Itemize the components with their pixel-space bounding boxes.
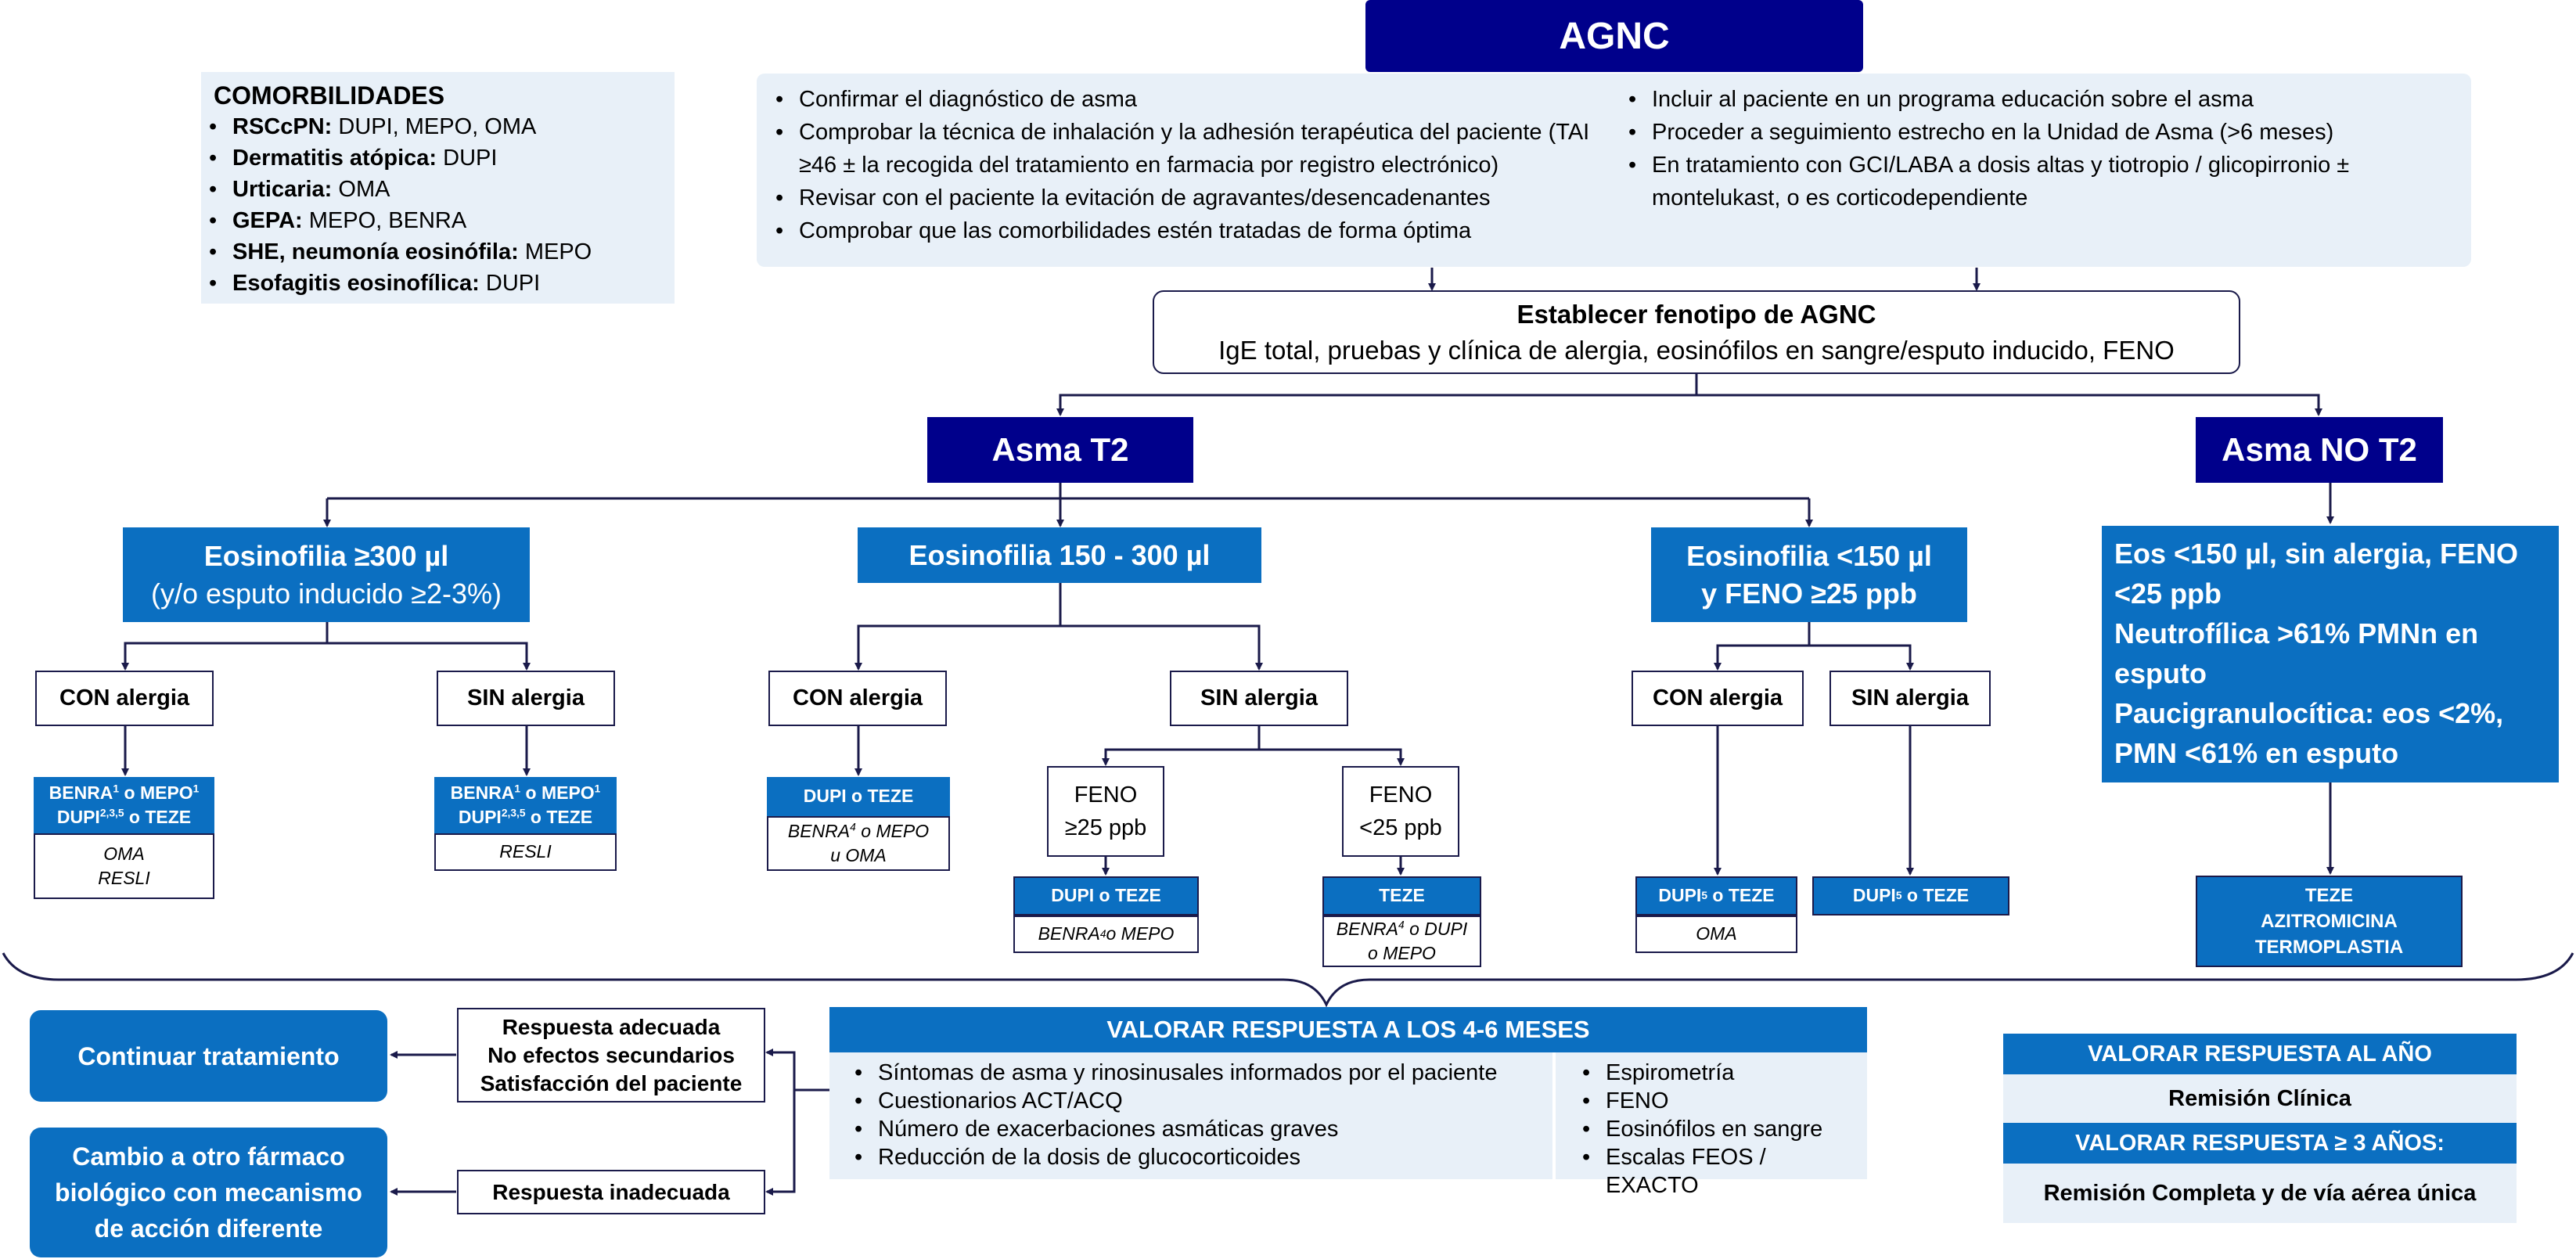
year-response-panel: VALORAR RESPUESTA AL AÑO Remisión Clínic… <box>2003 1034 2517 1223</box>
high-sin-treatment: BENRA1 o MEPO1 DUPI2,3,5 o TEZE <box>434 777 617 833</box>
response-item: Reducción de la dosis de glucocorticoide… <box>854 1143 1571 1171</box>
no-t2-treatment: TEZE AZITROMICINA TERMOPLASTIA <box>2196 876 2463 967</box>
eos-mid-box: Eosinofilia 150 - 300 µl <box>858 527 1261 583</box>
change-biologic: Cambio a otro fármaco biológico con meca… <box>30 1128 387 1257</box>
response-item: Síntomas de asma y rinosinusales informa… <box>854 1059 1571 1087</box>
high-con-alternative: OMA RESLI <box>34 833 214 899</box>
asma-no-t2-box: Asma NO T2 <box>2196 417 2443 483</box>
panel-divider <box>1552 1052 1556 1179</box>
comorbidity-item: Esofagitis eosinofílica: DUPI <box>209 268 662 299</box>
low-sin-alergia: SIN alergia <box>1829 671 1991 726</box>
mid-con-treatment: DUPI o TEZE <box>767 777 950 816</box>
comorbidity-item: SHE, neumonía eosinófila: MEPO <box>209 236 662 268</box>
high-sin-alternative: RESLI <box>434 833 617 871</box>
checklist-item: Comprobar la técnica de inhalación y la … <box>775 116 1594 182</box>
response-4-6-panel: Síntomas de asma y rinosinusales informa… <box>829 1052 1867 1198</box>
comorbidities-panel: COMORBILIDADES RSCcPN: DUPI, MEPO, OMA D… <box>201 72 675 304</box>
eos-high-box: Eosinofilia ≥300 µl (y/o esputo inducido… <box>123 527 530 622</box>
high-con-treatment: BENRA1 o MEPO1 DUPI2,3,5 o TEZE <box>34 777 214 833</box>
checklist-item: Comprobar que las comorbilidades estén t… <box>775 214 1594 247</box>
year-response-title: VALORAR RESPUESTA AL AÑO <box>2003 1034 2517 1074</box>
good-response-box: Respuesta adecuada No efectos secundario… <box>457 1008 765 1103</box>
phenotype-box: Establecer fenotipo de AGNC IgE total, p… <box>1153 290 2240 374</box>
checklist-item: En tratamiento con GCI/LABA a dosis alta… <box>1628 149 2455 214</box>
treatment-line: TEZE <box>2304 885 2354 906</box>
checklist-item: Revisar con el paciente la evitación de … <box>775 182 1594 214</box>
high-sin-alergia: SIN alergia <box>437 671 615 726</box>
three-year-response-value: Remisión Completa y de vía aérea única <box>2043 1180 2477 1206</box>
eos-high-line1: Eosinofilia ≥300 µl <box>203 539 449 572</box>
checklist-item: Confirmar el diagnóstico de asma <box>775 83 1594 116</box>
phenotype-title: Establecer fenotipo de AGNC <box>1516 299 1876 329</box>
feno-high-treatment: DUPI o TEZE <box>1013 876 1199 915</box>
response-criteria-left: Síntomas de asma y rinosinusales informa… <box>851 1059 1571 1171</box>
comorbidity-item: Dermatitis atópica: DUPI <box>209 142 662 174</box>
response-item: Número de exacerbaciones asmáticas grave… <box>854 1115 1571 1143</box>
checklist-left: Confirmar el diagnóstico de asma Comprob… <box>772 83 1594 247</box>
phenotype-subtitle: IgE total, pruebas y clínica de alergia,… <box>1218 335 2175 365</box>
feno-low-alternative: BENRA4 o DUPI o MEPO <box>1322 915 1481 967</box>
checklist-right: Incluir al paciente en un programa educa… <box>1625 83 2455 214</box>
eos-low-box: Eosinofilia <150 µl y FENO ≥25 ppb <box>1651 527 1967 622</box>
treatment-line: TERMOPLASTIA <box>2254 937 2404 958</box>
comorbidities-list: RSCcPN: DUPI, MEPO, OMA Dermatitis atópi… <box>209 111 662 299</box>
bad-response-box: Respuesta inadecuada <box>457 1170 765 1214</box>
eos-low-line1: Eosinofilia <150 µl <box>1686 539 1932 572</box>
year-response-value: Remisión Clínica <box>2168 1085 2351 1111</box>
response-4-6-title: VALORAR RESPUESTA A LOS 4-6 MESES <box>829 1007 1867 1052</box>
page-title: AGNC <box>1365 0 1863 72</box>
response-criteria-right: Espirometría FENO Eosinófilos en sangre … <box>1579 1059 1861 1200</box>
mid-sin-alergia: SIN alergia <box>1170 671 1348 726</box>
feno-low-treatment: TEZE <box>1322 876 1481 915</box>
asma-t2-box: Asma T2 <box>927 417 1193 483</box>
response-item: Espirometría <box>1582 1059 1861 1087</box>
response-item: Escalas FEOS / EXACTO <box>1582 1143 1861 1200</box>
mid-con-alergia: CON alergia <box>768 671 947 726</box>
comorbidity-item: RSCcPN: DUPI, MEPO, OMA <box>209 111 662 142</box>
comorbidity-item: Urticaria: OMA <box>209 174 662 205</box>
response-item: Cuestionarios ACT/ACQ <box>854 1087 1571 1115</box>
comorbidity-item: GEPA: MEPO, BENRA <box>209 205 662 236</box>
checklist-item: Proceder a seguimiento estrecho en la Un… <box>1628 116 2455 149</box>
checklist-item: Incluir al paciente en un programa educa… <box>1628 83 2455 116</box>
initial-checklist: Confirmar el diagnóstico de asma Comprob… <box>757 74 2471 267</box>
eos-low-line2: y FENO ≥25 ppb <box>1701 577 1917 610</box>
high-con-alergia: CON alergia <box>35 671 214 726</box>
feno-low-box: FENO<25 ppb <box>1342 766 1459 857</box>
mid-con-alternative: BENRA4 o MEPO u OMA <box>767 816 950 871</box>
treatment-line: AZITROMICINA <box>2261 911 2398 932</box>
comorbidities-heading: COMORBILIDADES <box>214 81 445 110</box>
feno-high-box: FENO≥25 ppb <box>1047 766 1164 857</box>
low-con-alternative: OMA <box>1635 915 1797 953</box>
three-year-response-title: VALORAR RESPUESTA ≥ 3 AÑOS: <box>2003 1123 2517 1164</box>
response-item: Eosinófilos en sangre <box>1582 1115 1861 1143</box>
no-t2-line: Paucigranulocítica: eos <2%, PMN <61% en… <box>2114 697 2504 769</box>
no-t2-line: Neutrofílica >61% PMNn en esputo <box>2114 617 2479 689</box>
response-item: FENO <box>1582 1087 1861 1115</box>
no-t2-criteria: Eos <150 µl, sin alergia, FENO <25 ppb N… <box>2102 526 2559 782</box>
low-con-alergia: CON alergia <box>1632 671 1804 726</box>
continue-treatment: Continuar tratamiento <box>30 1010 387 1102</box>
no-t2-line: Eos <150 µl, sin alergia, FENO <25 ppb <box>2114 538 2518 610</box>
eos-high-line2: (y/o esputo inducido ≥2-3%) <box>151 577 502 610</box>
